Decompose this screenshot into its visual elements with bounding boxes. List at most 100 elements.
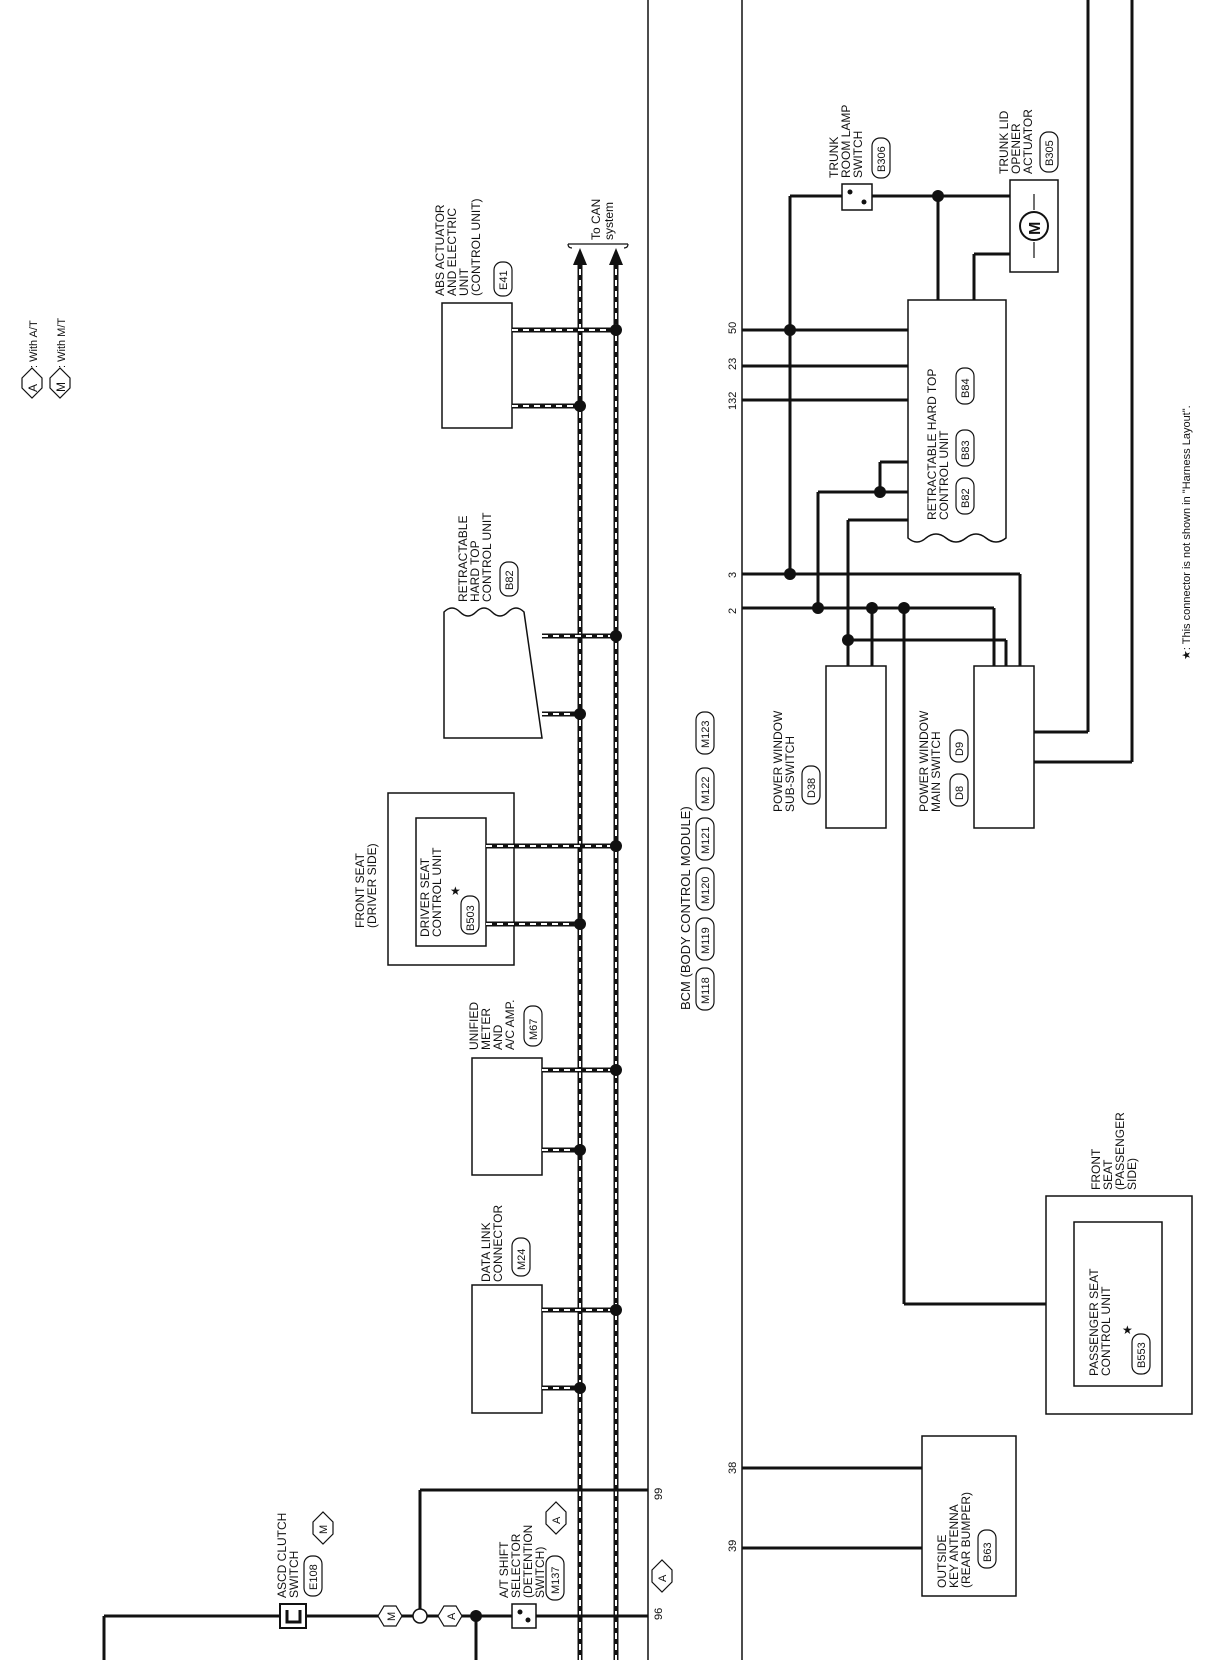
pin-50: 50 bbox=[727, 322, 739, 334]
svg-text:B63: B63 bbox=[982, 1542, 994, 1562]
outside-antenna-box bbox=[921, 1435, 1017, 1597]
svg-text:M122: M122 bbox=[700, 776, 712, 804]
meter-splice-l bbox=[574, 1144, 586, 1156]
driver-seat-connector: B503 bbox=[460, 895, 480, 935]
pin-38: 38 bbox=[727, 1462, 739, 1474]
abs-label-3: UNIT bbox=[457, 267, 471, 296]
abs-connector: E41 bbox=[493, 261, 513, 297]
at-shift-connector: M137 bbox=[545, 1555, 565, 1601]
trunk-lamp-label-3: SWITCH bbox=[851, 131, 865, 178]
front-seat-driver-label-2: (DRIVER SIDE) bbox=[365, 843, 379, 928]
pin96-splice bbox=[470, 1610, 482, 1622]
pw-sub-label-2: SUB-SWITCH bbox=[783, 736, 797, 812]
svg-text:M120: M120 bbox=[700, 876, 712, 904]
at-shift-label-1: A/T SHIFT bbox=[497, 1541, 511, 1598]
mt-open-terminal bbox=[412, 1608, 428, 1624]
rht-left-splice-h bbox=[610, 630, 622, 642]
rht-left-splice-l bbox=[574, 708, 586, 720]
splice-pin3 bbox=[784, 568, 796, 580]
pin-96: 96 bbox=[653, 1608, 665, 1620]
svg-text:E108: E108 bbox=[308, 1564, 320, 1590]
rht-right-label-1: RETRACTABLE HARD TOP bbox=[925, 369, 939, 520]
trunk-lid-motor bbox=[1019, 211, 1049, 241]
splice-pin2-b bbox=[866, 602, 878, 614]
ascd-switch-symbol bbox=[279, 1603, 307, 1629]
meter-label-1: UNIFIED bbox=[467, 1002, 481, 1050]
pass-seat-label-1: PASSENGER SEAT bbox=[1087, 1268, 1101, 1376]
svg-text:M137: M137 bbox=[550, 1566, 562, 1594]
bcm-connector-m119: M119 bbox=[695, 917, 715, 961]
abs-splice-l bbox=[574, 400, 586, 412]
bcm-connector-m123: M123 bbox=[695, 711, 715, 755]
pw-main-connector-d8: D8 bbox=[949, 773, 969, 807]
driver-seat-star: ★ bbox=[450, 884, 461, 898]
svg-text:B553: B553 bbox=[1136, 1342, 1148, 1368]
pw-main-label-1: POWER WINDOW bbox=[917, 710, 931, 812]
at-shift-label-3: (DETENTION bbox=[521, 1525, 535, 1598]
to-can-line2: system bbox=[602, 202, 616, 240]
ascd-label-1: ASCD CLUTCH bbox=[275, 1513, 289, 1598]
svg-text:M123: M123 bbox=[700, 720, 712, 748]
svg-text:B306: B306 bbox=[876, 146, 888, 172]
at-shift-tag bbox=[545, 1501, 567, 1535]
dlc-box bbox=[471, 1284, 543, 1414]
splice-pw-sub bbox=[842, 634, 854, 646]
splice-trunk bbox=[932, 190, 944, 202]
wire-tag-m bbox=[377, 1605, 403, 1627]
dlc-splice-l bbox=[574, 1382, 586, 1394]
trunk-lamp-connector: B306 bbox=[871, 137, 891, 179]
legend-at-icon bbox=[21, 367, 43, 399]
rht-left-connector: B82 bbox=[499, 561, 519, 597]
meter-label-2: METER bbox=[479, 1008, 493, 1050]
legend-at-symbol: A bbox=[26, 384, 40, 392]
svg-text:E41: E41 bbox=[498, 270, 510, 290]
svg-text:A: A bbox=[446, 1612, 458, 1620]
pin-39: 39 bbox=[727, 1540, 739, 1552]
svg-text:D38: D38 bbox=[806, 778, 818, 798]
pw-main-connector-d9: D9 bbox=[949, 729, 969, 763]
pin-132: 132 bbox=[727, 392, 739, 410]
outside-antenna-label-3: (REAR BUMPER) bbox=[959, 1492, 973, 1588]
trunk-lamp-label-2: ROOM LAMP bbox=[839, 105, 853, 178]
bcm-connector-m120: M120 bbox=[695, 867, 715, 911]
legend-mt-icon bbox=[49, 367, 71, 399]
svg-text:M24: M24 bbox=[516, 1249, 528, 1270]
svg-text:B82: B82 bbox=[504, 570, 516, 590]
pass-seat-star: ★ bbox=[1122, 1323, 1133, 1337]
driver-seat-splice-h bbox=[610, 840, 622, 852]
rht-right-connector-b82: B82 bbox=[955, 477, 975, 515]
legend-at-text: : With A/T bbox=[28, 320, 40, 368]
ascd-connector: E108 bbox=[303, 1555, 323, 1597]
ascd-label-2: SWITCH bbox=[287, 1551, 301, 1598]
meter-label-3: AND bbox=[491, 1024, 505, 1050]
to-can-line1: To CAN bbox=[589, 199, 603, 240]
svg-text:B84: B84 bbox=[960, 378, 972, 398]
bcm-title: BCM (BODY CONTROL MODULE) bbox=[678, 806, 693, 1010]
rht-right-connector-b84: B84 bbox=[955, 367, 975, 405]
svg-text:M121: M121 bbox=[700, 826, 712, 854]
abs-box bbox=[441, 302, 513, 429]
svg-text:M: M bbox=[318, 1525, 330, 1534]
trunk-lid-label-2: OPENER bbox=[1009, 123, 1023, 174]
svg-text:A: A bbox=[551, 1516, 563, 1524]
rht-right-connector-b83: B83 bbox=[955, 429, 975, 467]
front-seat-pass-label-1: FRONT bbox=[1089, 1148, 1103, 1190]
dlc-label-2: CONNECTOR bbox=[491, 1205, 505, 1282]
can-bus bbox=[567, 243, 629, 1660]
wire-tag-a bbox=[437, 1605, 463, 1627]
svg-text:M119: M119 bbox=[700, 927, 712, 954]
legend-mt-symbol: M bbox=[54, 382, 68, 392]
trunk-lamp-switch-symbol bbox=[841, 183, 873, 211]
pin-23: 23 bbox=[727, 358, 739, 370]
svg-text:B82: B82 bbox=[960, 488, 972, 508]
meter-box bbox=[471, 1057, 543, 1176]
front-seat-pass-label-2: SEAT bbox=[1101, 1159, 1115, 1190]
trunk-lamp-label-1: TRUNK bbox=[827, 137, 841, 178]
pw-sub-box bbox=[825, 665, 887, 829]
abs-label-1: ABS ACTUATOR bbox=[433, 204, 447, 296]
svg-text:M118: M118 bbox=[700, 977, 712, 1004]
svg-text:M: M bbox=[386, 1612, 398, 1621]
meter-splice-h bbox=[610, 1064, 622, 1076]
front-seat-pass-label-4: SIDE) bbox=[1125, 1158, 1139, 1190]
can-arrow-1 bbox=[573, 248, 587, 265]
